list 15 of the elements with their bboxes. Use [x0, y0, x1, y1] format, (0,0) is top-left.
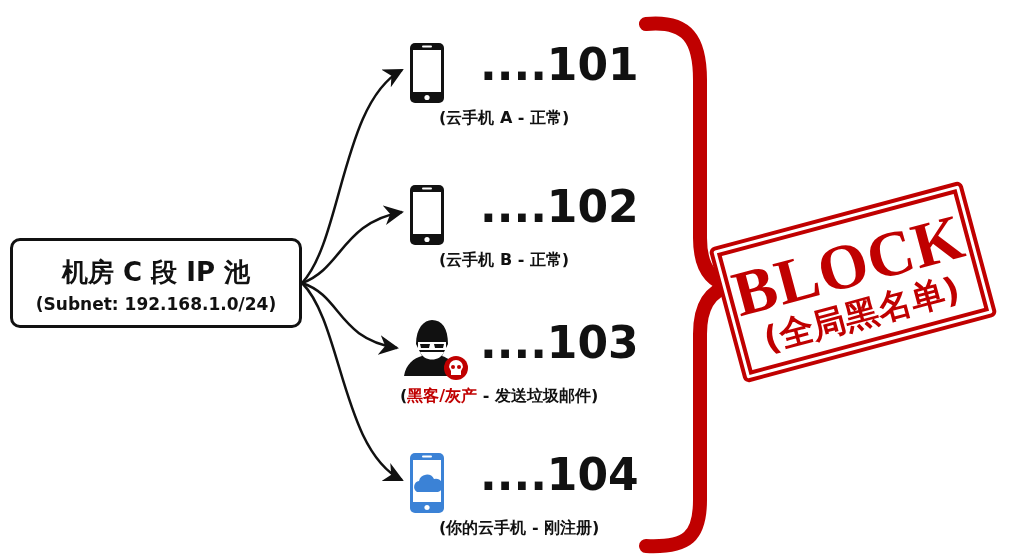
box-title: 机房 C 段 IP 池: [60, 256, 251, 289]
device-caption: (黑客/灰产 - 发送垃圾邮件): [400, 386, 599, 407]
ip-number: ....102: [480, 182, 639, 233]
device-caption: (你的云手机 - 刚注册): [439, 518, 600, 539]
arrow: [301, 68, 404, 284]
arrow: [301, 281, 399, 354]
ip-number: ....101: [480, 40, 639, 91]
arrow: [301, 206, 404, 285]
device-caption: (云手机 B - 正常): [439, 250, 570, 271]
ip-number: ....103: [480, 318, 639, 369]
ip-number: ....104: [480, 450, 639, 501]
source-box: [10, 238, 302, 328]
box-subtitle: (Subnet: 192.168.1.0/24): [34, 294, 278, 314]
device-caption: (云手机 A - 正常): [439, 108, 570, 129]
arrow: [301, 282, 404, 482]
